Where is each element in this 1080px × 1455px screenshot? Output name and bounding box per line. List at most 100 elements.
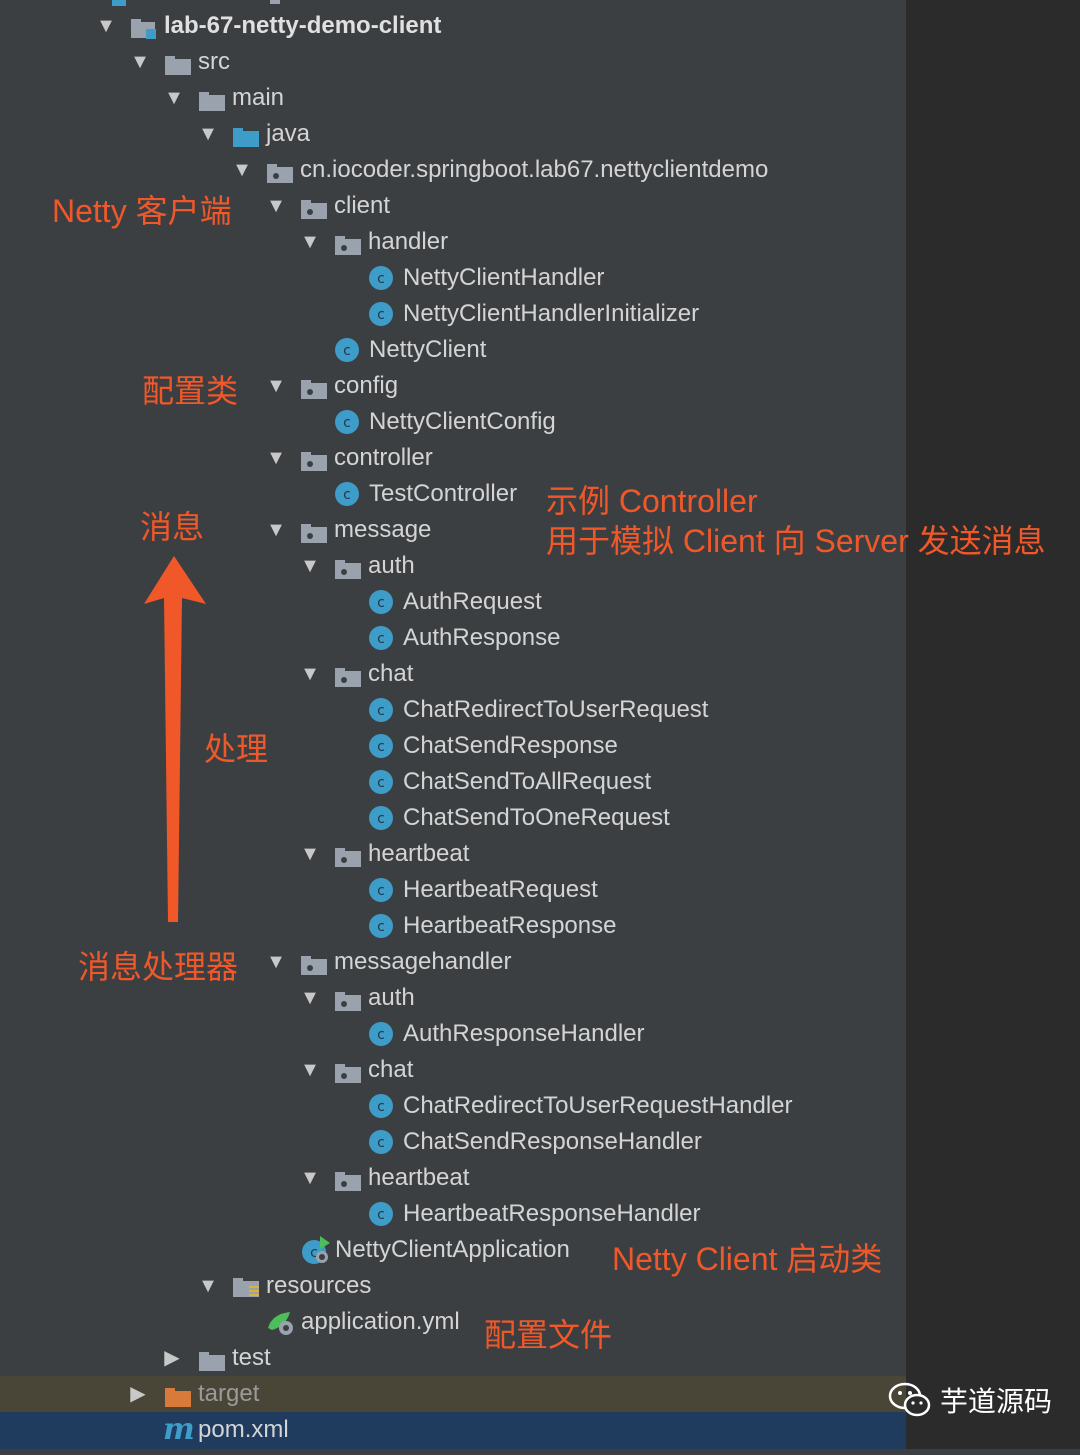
tree-row-class[interactable]: c ChatSendToOneRequest — [0, 800, 906, 836]
package-icon — [334, 555, 362, 591]
svg-text:m: m — [163, 1414, 195, 1444]
expand-arrow-icon[interactable]: ▼ — [300, 987, 320, 1009]
expand-arrow-icon[interactable]: ▼ — [198, 123, 218, 145]
tree-row-class[interactable]: c ChatSendToAllRequest — [0, 764, 906, 800]
svg-text:c: c — [377, 1027, 385, 1043]
expand-arrow-icon[interactable]: ▼ — [266, 375, 286, 397]
tree-label: TestController — [369, 480, 518, 507]
wechat-icon — [888, 1382, 931, 1417]
expand-arrow-icon[interactable]: ▼ — [266, 195, 286, 217]
java-class-icon: c — [368, 913, 394, 950]
tree-row-class[interactable]: c ChatRedirectToUserRequest — [0, 692, 906, 728]
expand-arrow-icon[interactable]: ▼ — [300, 843, 320, 865]
project-tree-panel — [0, 0, 906, 1449]
expand-arrow-icon[interactable]: ▼ — [300, 1059, 320, 1081]
tree-row-pom[interactable]: m pom.xml — [0, 1412, 906, 1448]
tree-row-main[interactable]: ▼ main — [0, 80, 906, 116]
expand-arrow-icon[interactable]: ▼ — [198, 1275, 218, 1297]
tree-row-heartbeat[interactable]: ▼ heartbeat — [0, 836, 906, 872]
selected-row-highlight — [0, 1412, 906, 1449]
tree-row-package-root[interactable]: ▼ cn.iocoder.springboot.lab67.nettyclien… — [0, 152, 906, 188]
tree-row-class[interactable]: c ChatSendResponseHandler — [0, 1124, 906, 1160]
java-class-icon: c — [368, 265, 394, 302]
svg-text:c: c — [377, 703, 385, 719]
tree-row-controller[interactable]: ▼ controller — [0, 440, 906, 476]
expand-arrow-icon[interactable]: ▼ — [232, 159, 252, 181]
tree-row-class[interactable]: c NettyClient — [0, 332, 906, 368]
tree-row-chat[interactable]: ▼ chat — [0, 1052, 906, 1088]
folder-icon — [198, 87, 226, 123]
tree-row-class[interactable]: c NettyClientHandler — [0, 260, 906, 296]
package-icon — [334, 231, 362, 267]
svg-text:c: c — [377, 307, 385, 323]
tree-row-target[interactable]: ▶ target — [0, 1376, 860, 1412]
tree-row-class[interactable]: c ChatSendResponse — [0, 728, 906, 764]
tree-row-class[interactable]: c AuthRequest — [0, 584, 906, 620]
package-icon — [334, 1059, 362, 1095]
package-icon — [300, 195, 328, 231]
expand-arrow-icon[interactable]: ▼ — [130, 51, 150, 73]
tree-label: client — [334, 192, 391, 219]
svg-text:c: c — [377, 919, 385, 935]
tree-row-config[interactable]: ▼ config — [0, 368, 906, 404]
java-class-icon: c — [368, 769, 394, 806]
expand-arrow-icon[interactable]: ▼ — [300, 663, 320, 685]
target-row-highlight — [0, 1376, 906, 1412]
tree-label: lab-67-netty-demo-client — [164, 12, 442, 39]
svg-text:c: c — [377, 1207, 385, 1223]
tree-label: AuthRequest — [403, 588, 542, 615]
svg-text:c: c — [377, 271, 385, 287]
tree-row-module-root[interactable]: ▼ lab-67-netty-demo-client — [0, 8, 906, 44]
expand-arrow-icon[interactable]: ▼ — [300, 555, 320, 577]
tree-row-chat[interactable]: ▼ chat — [0, 656, 906, 692]
java-class-icon: c — [368, 1021, 394, 1058]
package-icon — [266, 159, 294, 195]
package-icon — [334, 987, 362, 1023]
tree-row-class[interactable]: c NettyClientHandlerInitializer — [0, 296, 906, 332]
tree-row-application-yml[interactable]: application.yml — [0, 1304, 480, 1340]
tree-row-test[interactable]: ▶ test — [0, 1340, 906, 1376]
tree-row-message[interactable]: ▼ message — [0, 512, 540, 548]
expand-arrow-icon[interactable]: ▼ — [300, 231, 320, 253]
svg-text:c: c — [377, 595, 385, 611]
annotation-message: 消息 — [140, 509, 205, 545]
tree-row-src[interactable]: ▼ src — [0, 44, 906, 80]
tree-row-handler[interactable]: ▼ handler — [0, 224, 906, 260]
expand-arrow-icon[interactable]: ▼ — [266, 447, 286, 469]
tree-row-resources[interactable]: ▼ resources — [0, 1268, 906, 1304]
tree-row-class[interactable]: c HeartbeatRequest — [0, 872, 906, 908]
tree-row-class[interactable]: c AuthResponseHandler — [0, 1016, 906, 1052]
tree-row-messagehandler[interactable]: ▼ messagehandler — [0, 944, 906, 980]
tree-label: AuthResponse — [403, 624, 561, 651]
tree-row-class[interactable]: c HeartbeatResponse — [0, 908, 906, 944]
java-class-icon: c — [368, 697, 394, 734]
tree-label: src — [198, 48, 230, 75]
expand-arrow-icon[interactable]: ▼ — [300, 1167, 320, 1189]
tree-row-java[interactable]: ▼ java — [0, 116, 906, 152]
tree-row-class[interactable]: c NettyClientConfig — [0, 404, 906, 440]
expand-arrow-icon[interactable]: ▼ — [266, 951, 286, 973]
tree-row-class[interactable]: c HeartbeatResponseHandler — [0, 1196, 906, 1232]
wechat-watermark: 芋道源码 — [888, 1378, 1052, 1422]
java-class-icon: c — [368, 625, 394, 662]
tree-row-client[interactable]: ▼ client — [0, 188, 906, 224]
annotation-config: 配置类 — [142, 373, 239, 409]
java-class-icon: c — [368, 805, 394, 842]
expand-arrow-icon[interactable]: ▶ — [164, 1347, 180, 1369]
tree-row-application-class[interactable]: c NettyClientApplication — [0, 1232, 606, 1268]
tree-label: ChatSendResponse — [403, 732, 618, 759]
tree-row-class[interactable]: c ChatRedirectToUserRequestHandler — [0, 1088, 906, 1124]
expand-arrow-icon[interactable]: ▼ — [96, 15, 116, 37]
tree-row-heartbeat[interactable]: ▼ heartbeat — [0, 1160, 906, 1196]
annotation-netty-client: Netty 客户端 — [52, 193, 232, 229]
svg-text:c: c — [377, 1135, 385, 1151]
svg-text:c: c — [377, 883, 385, 899]
expand-arrow-icon[interactable]: ▶ — [130, 1383, 146, 1405]
tree-row-class[interactable]: c AuthResponse — [0, 620, 906, 656]
tree-row-auth[interactable]: ▼ auth — [0, 980, 906, 1016]
tree-row-auth[interactable]: ▼ auth — [0, 548, 906, 584]
tree-row-class[interactable]: c TestController — [0, 476, 540, 512]
expand-arrow-icon[interactable]: ▼ — [266, 519, 286, 541]
annotation-simulate: 用于模拟 Client 向 Server 发送消息 — [546, 523, 1046, 559]
expand-arrow-icon[interactable]: ▼ — [164, 87, 184, 109]
